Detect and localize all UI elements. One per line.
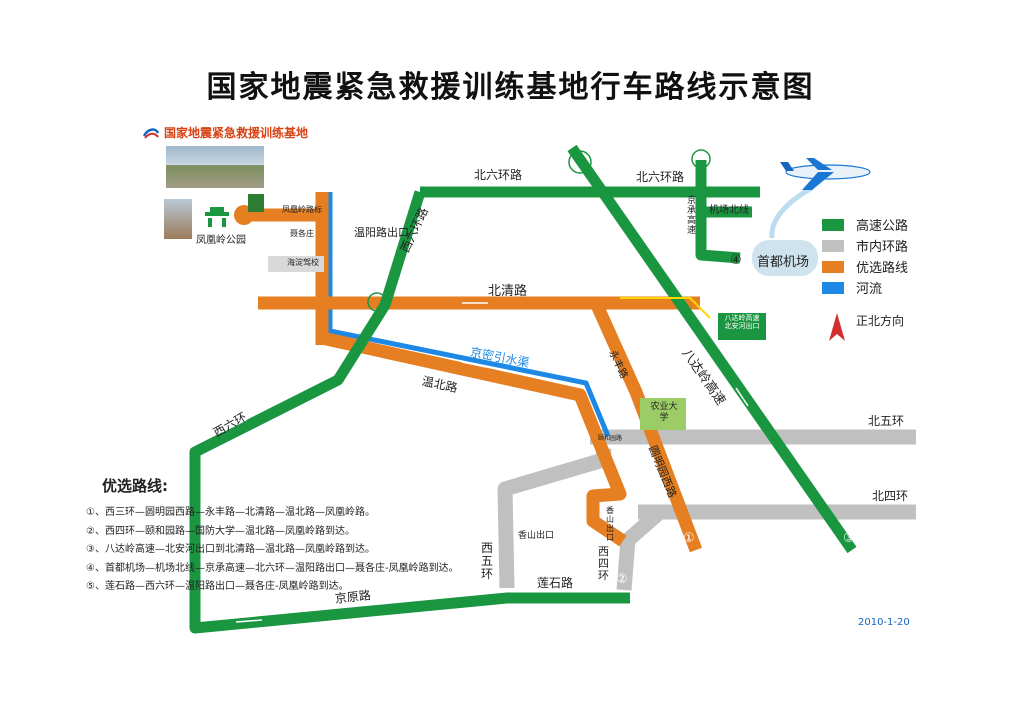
arrow-wenbei: [461, 361, 487, 368]
legend-label: 优选路线: [856, 261, 909, 276]
interchange-jingcheng: [691, 149, 711, 169]
label-fenghuangling-sign: 凤凰岭路标: [282, 205, 322, 214]
jingmi-river: [327, 192, 611, 437]
yongfeng-road[interactable]: [590, 300, 703, 553]
direction-arrows: [221, 302, 749, 623]
interchange-north-6th: [568, 150, 592, 174]
legend-item-river: 河流: [822, 277, 908, 298]
north-indicator: 正北方向: [822, 312, 904, 329]
label-fenghuangling-park: 凤凰岭公园: [196, 235, 246, 246]
label-north-4th-ring: 北四环: [872, 489, 909, 503]
legend-label: 河流: [856, 282, 883, 297]
route-item: ③、八达岭高速—北安河出口到北清路—温北路—凤凰岭路到达。: [86, 544, 375, 555]
label-wenyang-exit: 温阳路出口: [354, 226, 409, 239]
label-lianshi-road: 莲石路: [537, 576, 574, 590]
wenbei-road[interactable]: [320, 331, 627, 547]
label-jichangbeixian: 机场北线: [709, 205, 749, 216]
label-route-2: ②: [616, 572, 628, 587]
arrow-jingyuan: [235, 619, 263, 623]
haidian-block: [268, 256, 324, 272]
training-base-photo: [166, 146, 264, 188]
legend-item-highway: 高速公路: [822, 214, 908, 235]
legend-label: 高速公路: [856, 219, 909, 234]
page-title: 国家地震紧急救援训练基地行车路线示意图: [206, 70, 815, 105]
north-arrow-icon: [829, 313, 845, 341]
airport-plane-trail: [769, 185, 814, 239]
yellow-route-mark: [620, 297, 711, 319]
route-item: ⑤、莲石路—西六环—温阳路出口—聂各庄-凤凰岭路到达。: [86, 581, 349, 592]
airport-terminal: [752, 240, 818, 276]
legend-swatch-highway: [822, 218, 844, 231]
label-beiliuhuan-1: 北六环路: [474, 168, 523, 182]
west-4th-ring-road[interactable]: [616, 506, 665, 591]
label-west-4th-ring: 西四环: [598, 545, 609, 582]
north-label: 正北方向: [856, 314, 905, 328]
label-airport-number: ④: [730, 253, 742, 268]
jingcheng-expressway[interactable]: [695, 160, 741, 264]
label-route-3: ③: [843, 531, 855, 546]
legend-item-ring-road: 市内环路: [822, 235, 908, 256]
label-north-5th-ring: 北五环: [868, 414, 905, 428]
badaling-expressway[interactable]: [567, 144, 857, 554]
logo-icon: [142, 127, 160, 139]
legend-item-preferred: 优选路线: [822, 256, 908, 277]
route-item: ②、西四环—颐和园路—国防大学—温北路—凤凰岭路到达。: [86, 525, 355, 537]
legend-swatch-river: [822, 281, 844, 294]
legend-swatch-preferred: [822, 260, 844, 273]
label-west-5th-ring: 西五环: [481, 541, 494, 581]
date-stamp: 2010-1-20: [858, 617, 910, 628]
mountain-photo: [164, 199, 192, 239]
label-agri-university: 农业大学: [650, 402, 678, 423]
arrow-west-6th: [221, 419, 247, 433]
routes-title: 优选路线:: [102, 477, 168, 495]
badaling-exit-sign: [718, 313, 766, 340]
agricultural-university-block: [640, 398, 686, 430]
legend-swatch-ring-road: [822, 239, 844, 252]
route-item: ①、西三环—圆明园西路—永丰路—北清路—温北路—凤凰岭路。: [86, 507, 375, 518]
preferred-routes-text: 优选路线: ①、西三环—圆明园西路—永丰路—北清路—温北路—凤凰岭路。 ②、西四…: [86, 475, 459, 597]
route-item: ④、首都机场—机场北线—京承高速—北六环—温阳路出口—聂各庄-凤凰岭路到达。: [86, 562, 459, 574]
label-beiliuhuan-2: 北六环路: [636, 170, 685, 184]
legend-label: 市内环路: [856, 240, 909, 255]
label-yiheyuan-road: 颐和园路: [598, 435, 623, 442]
label-airport: 首都机场: [757, 255, 810, 270]
logo-text: 国家地震紧急救援训练基地: [164, 126, 309, 140]
label-haidian-school: 海淀驾校: [287, 258, 319, 267]
logo: 国家地震紧急救援训练基地: [142, 124, 308, 141]
airplane-icon: [780, 158, 871, 190]
label-xiangshan-exit-2: 香山出口: [606, 506, 614, 542]
ring-roads: [497, 429, 916, 591]
label-niegezhuang: 聂各庄: [290, 229, 314, 238]
label-beiqing-road: 北清路: [488, 284, 528, 299]
label-jingcheng: 京承高速: [687, 196, 697, 236]
legend: 高速公路 市内环路 优选路线 河流: [822, 214, 908, 298]
label-xiangshan-exit-1: 香山出口: [518, 531, 555, 541]
interchange-west-6th: [367, 292, 387, 312]
pavilion-icon: [205, 207, 229, 227]
label-badaling-exit: 八达岭高速北安河出口: [724, 314, 760, 330]
label-route-1: ①: [683, 531, 695, 546]
park-sign-block: [248, 194, 264, 212]
arrow-badaling: [735, 387, 749, 407]
